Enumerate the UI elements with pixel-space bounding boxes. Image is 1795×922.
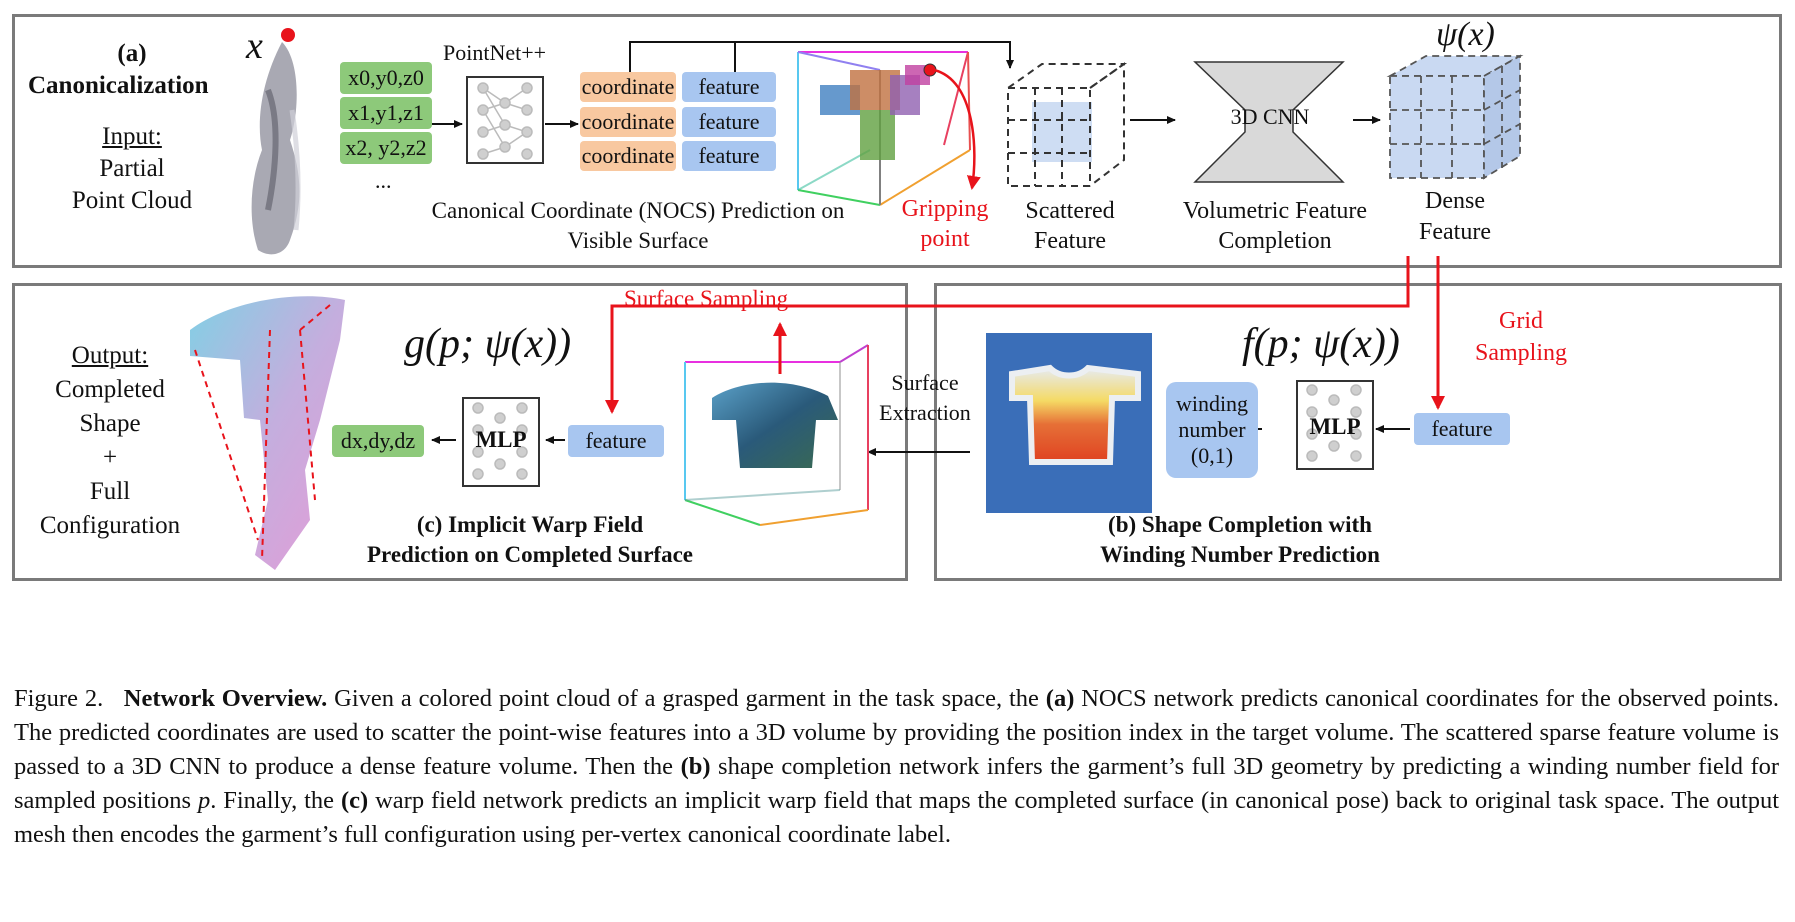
output-line-2: +: [102, 444, 118, 471]
panel-b-mlp-box: [1296, 380, 1374, 470]
output-line-4: Configuration: [39, 512, 181, 539]
panel-c-mlp-box: [462, 397, 540, 487]
output-line-1: Shape: [79, 410, 141, 437]
winding-number-box: winding number (0,1): [1166, 382, 1258, 478]
g-function-label: g(p; ψ(x)): [404, 321, 572, 367]
f-function-label: f(p; ψ(x)): [1242, 321, 1400, 367]
mlp-network-icon-b: [1306, 384, 1362, 462]
nocs-caption-line-1: Canonical Coordinate (NOCS) Prediction o…: [431, 198, 845, 223]
caption-var-p: p: [197, 787, 211, 814]
caption-title: Network Overview.: [123, 685, 328, 712]
surface-extraction-line-1: Surface: [891, 370, 959, 395]
xyz-row-2: x2, y2,z2: [340, 132, 432, 164]
output-line-0: Completed: [55, 376, 165, 403]
nocs-caption-line-2: Visible Surface: [567, 228, 709, 253]
winding-line-1: winding: [1175, 391, 1249, 416]
coordinate-1: coordinate: [580, 107, 676, 137]
grid-sampling-line-2: Sampling: [1474, 340, 1567, 366]
panel-c-mlp-label: MLP: [475, 427, 527, 452]
feature-0: feature: [682, 72, 776, 102]
surface-extraction-line-2: Extraction: [879, 400, 971, 425]
caption-text-4: . Finally, the: [210, 787, 335, 814]
panel-a-tag: (a): [117, 40, 147, 67]
figure-caption: Figure 2. Network Overview. Given a colo…: [14, 682, 1779, 852]
partial-point-cloud-image: [251, 28, 301, 255]
panel-c-title-line-1: (c) Implicit Warp Field: [416, 512, 644, 537]
scattered-feature-cube: [1004, 62, 1128, 187]
dense-line-2: Feature: [1419, 219, 1491, 245]
x-symbol: x: [246, 25, 263, 67]
pointnet-network-icon: [477, 82, 533, 160]
xyz-row-0: x0,y0,z0: [340, 62, 432, 94]
caption-text-5: warp field network predicts an implicit …: [14, 787, 1780, 848]
panel-c: [12, 283, 908, 581]
winding-number-heatmap: [986, 333, 1152, 513]
gripping-line-2: point: [920, 226, 970, 252]
output-label: Output:: [71, 342, 149, 369]
caption-fig-number: Figure 2.: [14, 685, 104, 712]
caption-text-3: shape completion network infers the garm…: [14, 753, 1780, 814]
panel-b-title-line-1: (b) Shape Completion with: [1108, 512, 1372, 537]
dense-line-1: Dense: [1425, 188, 1485, 214]
scattered-line-1: Scattered: [1025, 198, 1115, 224]
volumetric-line-1: Volumetric Feature: [1182, 198, 1368, 224]
dxdydz-box: dx,dy,dz: [332, 425, 424, 457]
winding-line-3: (0,1): [1190, 443, 1234, 468]
output-garment-image: [190, 296, 345, 570]
xyz-ellipsis: ...: [375, 168, 392, 193]
surface-sampling-label: Surface Sampling: [624, 286, 789, 311]
gripping-line-1: Gripping: [901, 196, 989, 222]
3d-cnn-hourglass: [1193, 61, 1345, 183]
nocs-cube-image: [797, 51, 971, 206]
panel-c-title-line-2: Prediction on Completed Surface: [366, 542, 693, 567]
panel-c-feature: feature: [568, 425, 664, 457]
input-line-2: Point Cloud: [71, 187, 193, 214]
input-line-1: Partial: [99, 155, 165, 182]
cnn-label: 3D CNN: [1230, 104, 1310, 129]
caption-text-1: Given a colored point cloud of a grasped…: [334, 685, 1039, 712]
psi-label: ψ(x): [1436, 16, 1495, 53]
panel-b-title-line-2: Winding Number Prediction: [1100, 542, 1380, 567]
panel-a: [12, 14, 1782, 268]
caption-ref-b: (b): [680, 753, 711, 780]
scattered-line-2: Feature: [1034, 228, 1106, 254]
caption-ref-a: (a): [1045, 685, 1075, 712]
panel-b-feature: feature: [1414, 413, 1510, 445]
coordinate-0: coordinate: [580, 72, 676, 102]
pointnet-label: PointNet++: [443, 40, 547, 65]
output-line-3: Full: [89, 478, 131, 505]
dense-feature-cube: [1386, 54, 1524, 180]
input-label: Input:: [102, 123, 162, 150]
caption-ref-c: (c): [340, 787, 369, 814]
mlp-network-icon-c: [472, 402, 528, 480]
grid-sampling-line-1: Grid: [1499, 308, 1543, 334]
feature-1: feature: [682, 107, 776, 137]
winding-line-2: number: [1178, 417, 1246, 442]
feature-2: feature: [682, 141, 776, 171]
panel-b-mlp-label: MLP: [1309, 414, 1361, 439]
xyz-row-1: x1,y1,z1: [340, 97, 432, 129]
pointnet-box: [466, 76, 544, 164]
panel-b: [934, 283, 1782, 581]
panel-a-title: Canonicalization: [28, 72, 209, 99]
caption-text-2: NOCS network predicts canonical coordina…: [14, 685, 1780, 780]
completed-surface-cube: [684, 344, 869, 526]
volumetric-line-2: Completion: [1218, 228, 1332, 254]
coordinate-2: coordinate: [580, 141, 676, 171]
